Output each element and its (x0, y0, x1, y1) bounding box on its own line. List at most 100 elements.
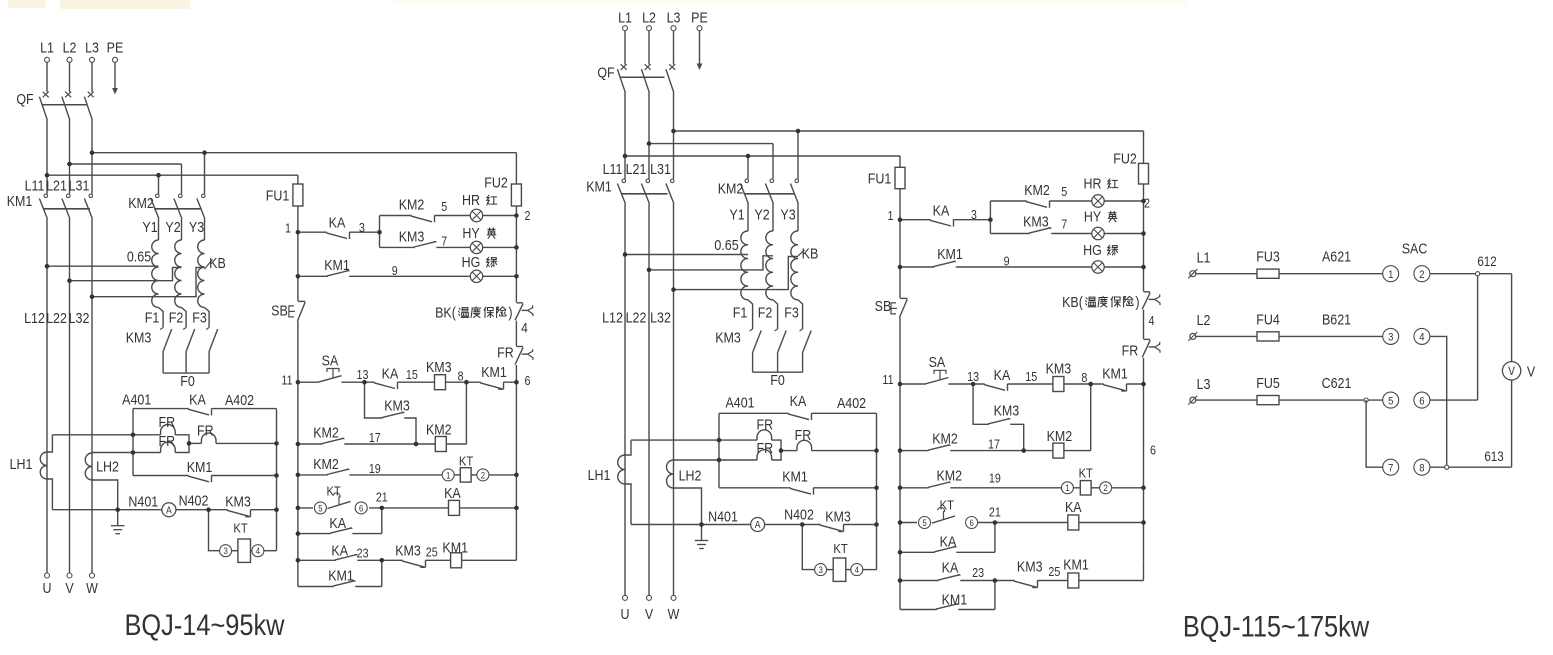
svg-text:KM1: KM1 (1063, 557, 1089, 573)
svg-text:KT: KT (459, 454, 474, 469)
svg-text:HY: HY (462, 225, 479, 241)
svg-text:KM3: KM3 (1023, 214, 1049, 230)
svg-text:KA: KA (444, 485, 461, 501)
svg-text:3: 3 (359, 221, 365, 235)
svg-text:KT: KT (940, 498, 955, 513)
svg-text:C621: C621 (1322, 375, 1352, 391)
svg-text:L32: L32 (650, 310, 671, 326)
svg-text:1: 1 (888, 209, 894, 223)
svg-text:FR: FR (158, 433, 175, 449)
svg-text:KA: KA (331, 543, 348, 559)
svg-text:BK(: BK( (435, 305, 456, 321)
svg-text:9: 9 (1004, 255, 1010, 269)
svg-text:KA: KA (790, 393, 807, 409)
svg-text:FU2: FU2 (1113, 151, 1137, 167)
svg-text:L3: L3 (1197, 376, 1211, 392)
svg-text:KM3: KM3 (994, 403, 1020, 419)
svg-text:KA: KA (329, 215, 346, 231)
svg-text:KM3: KM3 (126, 330, 152, 346)
svg-text:N401: N401 (128, 494, 158, 510)
svg-text:BQJ-14~95kw: BQJ-14~95kw (125, 608, 285, 641)
svg-text:LH1: LH1 (588, 467, 611, 483)
svg-text:3: 3 (223, 546, 228, 557)
svg-text:KM1: KM1 (187, 459, 213, 475)
svg-text:KM2: KM2 (936, 468, 962, 484)
svg-text:L21: L21 (626, 161, 647, 177)
svg-text:N402: N402 (179, 493, 209, 509)
svg-text:FR: FR (1122, 343, 1139, 359)
svg-text:2: 2 (1419, 269, 1425, 281)
svg-text:L32: L32 (69, 310, 90, 326)
svg-text:SAC: SAC (1402, 241, 1428, 257)
svg-text:F0: F0 (180, 373, 195, 389)
svg-text:6: 6 (525, 374, 531, 388)
svg-text:Y1: Y1 (142, 219, 157, 235)
svg-text:KM1: KM1 (7, 193, 33, 209)
svg-text:1: 1 (285, 222, 291, 236)
svg-text:KM1: KM1 (328, 568, 354, 584)
svg-text:7: 7 (1388, 463, 1394, 475)
svg-text:KT: KT (326, 484, 341, 499)
svg-text:L11: L11 (603, 161, 623, 177)
svg-text:KA: KA (994, 367, 1011, 383)
svg-text:V: V (645, 606, 653, 622)
svg-text:A: A (166, 505, 172, 516)
svg-text:PE: PE (107, 40, 124, 56)
svg-text:HR: HR (462, 192, 480, 208)
svg-text:FR: FR (756, 417, 773, 433)
svg-text:KM3: KM3 (399, 229, 425, 245)
svg-text:KM2: KM2 (718, 181, 744, 197)
svg-text:L12: L12 (602, 310, 623, 326)
svg-text:Y2: Y2 (165, 219, 180, 235)
svg-text:5: 5 (318, 503, 323, 514)
svg-text:A621: A621 (1322, 249, 1351, 265)
svg-text:25: 25 (1048, 565, 1060, 579)
svg-text:L11: L11 (25, 178, 45, 194)
svg-text:KM1: KM1 (782, 469, 808, 485)
svg-text:5: 5 (441, 200, 447, 214)
svg-text:11: 11 (882, 373, 893, 387)
svg-text:4: 4 (855, 564, 860, 575)
svg-text:KM2: KM2 (313, 425, 339, 441)
svg-text:19: 19 (369, 462, 381, 476)
svg-text:FU4: FU4 (1256, 311, 1280, 327)
svg-text:2: 2 (1144, 197, 1150, 211)
svg-text:5: 5 (1061, 185, 1067, 199)
svg-text:KM2: KM2 (1047, 428, 1073, 444)
svg-text:6: 6 (1419, 396, 1425, 408)
svg-text:KA: KA (933, 203, 950, 219)
svg-text:L1: L1 (1197, 250, 1211, 266)
svg-text:8: 8 (1081, 371, 1087, 385)
svg-text:0.65: 0.65 (127, 249, 151, 265)
svg-text:6: 6 (359, 503, 364, 514)
svg-text:KM3: KM3 (225, 494, 251, 510)
svg-text:HY: HY (1084, 209, 1101, 225)
svg-text:F3: F3 (784, 305, 799, 321)
svg-text:KB(: KB( (1062, 294, 1083, 310)
svg-text:FR: FR (197, 422, 214, 438)
svg-text:L31: L31 (650, 161, 671, 177)
svg-text:613: 613 (1484, 449, 1503, 464)
svg-text:L3: L3 (85, 40, 99, 56)
svg-text:LH2: LH2 (96, 458, 119, 474)
svg-text:KM3: KM3 (1046, 361, 1072, 377)
svg-text:KM3: KM3 (825, 509, 851, 525)
svg-text:8: 8 (458, 370, 464, 384)
svg-text:KB: KB (802, 246, 819, 262)
svg-text:1: 1 (446, 470, 451, 481)
svg-text:W: W (668, 606, 680, 622)
svg-text:KM1: KM1 (324, 257, 350, 273)
svg-text:SB: SB (271, 303, 288, 319)
svg-text:3: 3 (818, 564, 823, 575)
svg-text:612: 612 (1477, 254, 1496, 269)
svg-text:FU1: FU1 (266, 188, 290, 204)
svg-text:Y1: Y1 (729, 207, 744, 223)
svg-text:25: 25 (426, 546, 438, 560)
svg-text:KA: KA (942, 560, 959, 576)
svg-text:L22: L22 (46, 310, 67, 326)
svg-text:KA: KA (189, 392, 206, 408)
svg-text:FU1: FU1 (868, 171, 892, 187)
svg-text:15: 15 (1025, 370, 1037, 384)
svg-text:2: 2 (481, 470, 486, 481)
svg-text:KM3: KM3 (395, 543, 421, 559)
